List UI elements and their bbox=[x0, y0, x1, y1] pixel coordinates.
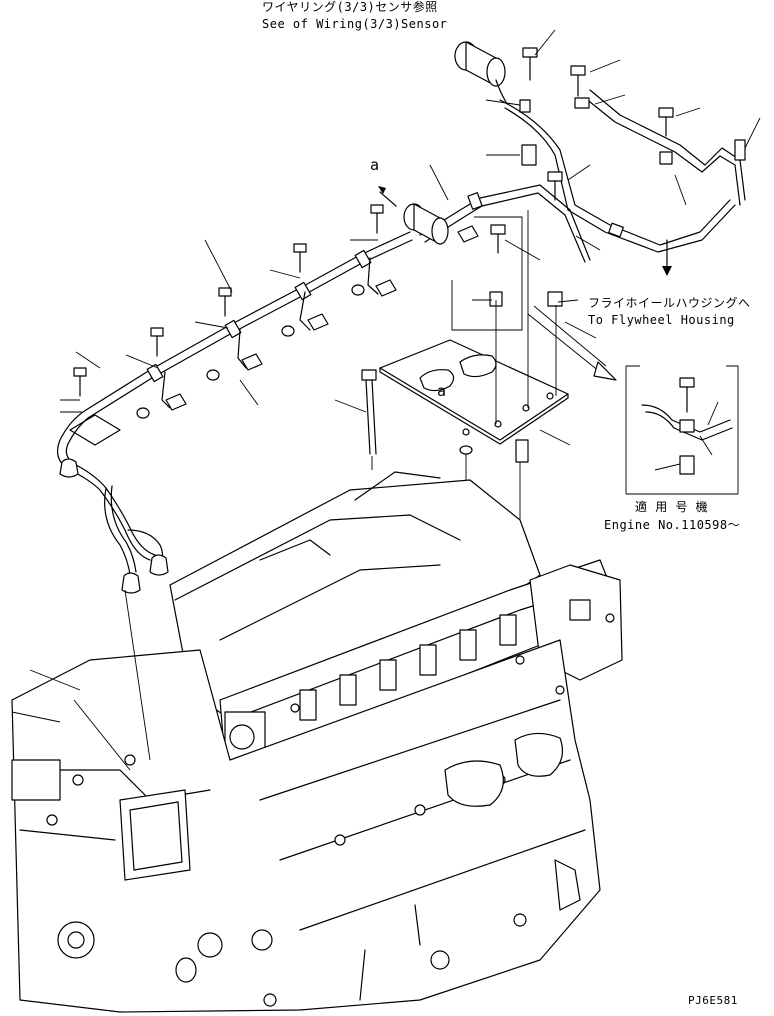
reference-mark-a-top: a bbox=[370, 156, 380, 174]
drawing-code: PJ6E581 bbox=[688, 994, 738, 1007]
flywheel-reference-en: To Flywheel Housing bbox=[588, 313, 735, 327]
engine-block bbox=[11, 471, 623, 1013]
long-stud-bolt bbox=[334, 369, 571, 455]
reference-mark-a-plate: a bbox=[437, 382, 447, 400]
applicable-serial-label: 適 用 号 機 bbox=[635, 500, 709, 514]
sensor-reference-en: See of Wiring(3/3)Sensor bbox=[262, 17, 448, 31]
engine-serial-number: Engine No.110598～ bbox=[604, 518, 741, 532]
direction-arrows bbox=[378, 186, 672, 406]
mounting-plate bbox=[379, 210, 569, 463]
leader-lines-upper bbox=[429, 29, 761, 339]
flywheel-reference-jp: フライホイールハウジングへ bbox=[588, 296, 751, 310]
manifold-ports bbox=[299, 614, 517, 721]
detail-inset bbox=[625, 365, 739, 495]
leader-lines-left bbox=[60, 239, 378, 413]
upper-bolts bbox=[489, 47, 674, 307]
wiring-harness-left bbox=[57, 231, 413, 594]
upper-harness bbox=[419, 89, 746, 263]
sensor-connector-top bbox=[454, 41, 507, 103]
sensor-connector-center bbox=[403, 203, 479, 245]
spacer-detail-box bbox=[451, 216, 523, 331]
leader-lines-engine bbox=[11, 589, 151, 771]
harness-mounting-bolts bbox=[73, 204, 384, 397]
sensor-reference-jp: ワイヤリング(3/3)センサ参照 bbox=[262, 0, 438, 14]
